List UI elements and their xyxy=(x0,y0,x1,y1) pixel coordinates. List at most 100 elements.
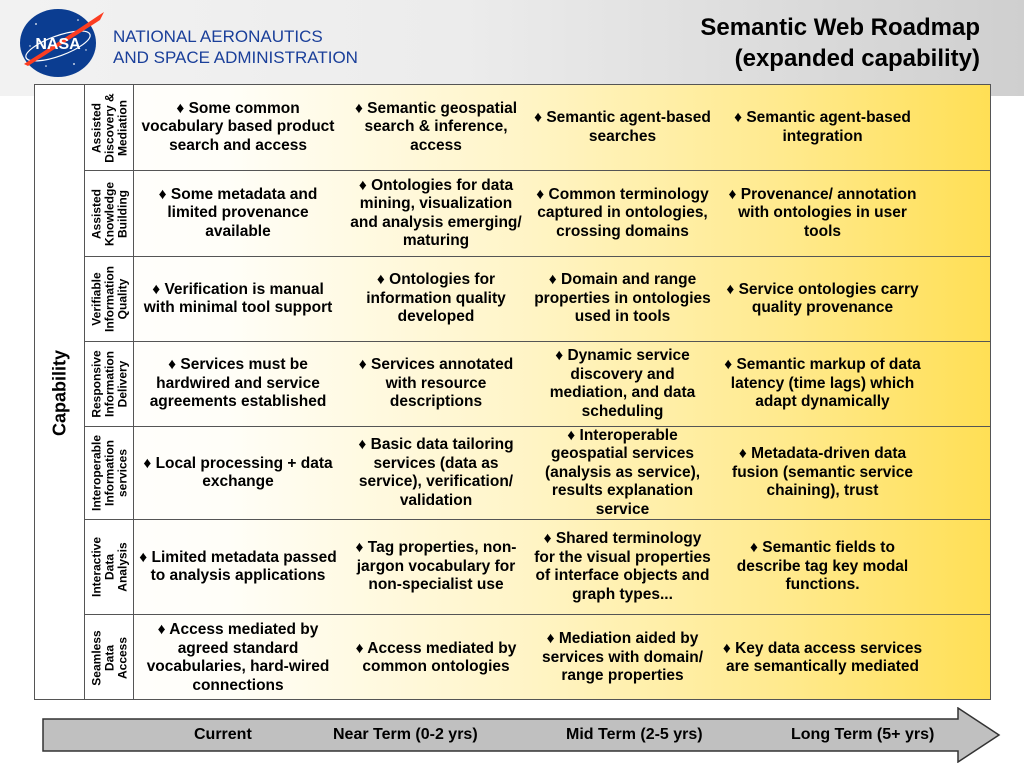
diamond-bullet-icon: ♦ xyxy=(750,539,758,557)
row-label-line: Data xyxy=(102,644,116,672)
diamond-bullet-icon: ♦ xyxy=(358,356,367,374)
roadmap-cell-text: Semantic geospatial search & inference, … xyxy=(364,99,518,154)
roadmap-cell-text: Some metadata and limited provenance ava… xyxy=(167,185,318,240)
roadmap-cell: ♦ Semantic markup of data latency (time … xyxy=(715,342,930,426)
roadmap-cell: ♦ Local processing + data exchange xyxy=(134,427,342,519)
roadmap-cell-content: ♦ Metadata-driven data fusion (semantic … xyxy=(719,445,926,501)
row-label-line: Verifiable xyxy=(89,272,103,326)
roadmap-cell-text: Verification is manual with minimal tool… xyxy=(143,280,333,317)
row-label-line: Quality xyxy=(115,278,129,320)
roadmap-cell-text: Service ontologies carry quality provena… xyxy=(738,280,919,317)
agency-line-1: NATIONAL AERONAUTICS xyxy=(113,27,323,46)
row-label-column xyxy=(85,85,134,699)
roadmap-cell-text: Common terminology captured in ontologie… xyxy=(537,185,709,240)
diamond-bullet-icon: ♦ xyxy=(534,109,543,126)
roadmap-cell: ♦ Ontologies for information quality dev… xyxy=(342,257,530,341)
roadmap-cell-text: Access mediated by common ontologies xyxy=(362,639,517,676)
diamond-bullet-icon: ♦ xyxy=(543,530,552,547)
roadmap-cell-text: Domain and range properties in ontologie… xyxy=(534,271,711,326)
row-label-line: Information xyxy=(102,266,116,332)
roadmap-cell-content: ♦ Semantic fields to describe tag key mo… xyxy=(719,539,926,595)
diamond-bullet-icon: ♦ xyxy=(536,185,545,203)
row-label-line: Delivery xyxy=(115,360,129,408)
roadmap-cell: ♦ Metadata-driven data fusion (semantic … xyxy=(715,427,930,519)
roadmap-cell-content: ♦ Semantic markup of data latency (time … xyxy=(719,356,926,412)
roadmap-cell-text: Semantic agent-based searches xyxy=(546,109,711,145)
roadmap-cell-content: ♦ Semantic agent-based integration xyxy=(719,109,926,146)
roadmap-cell-content: ♦ Basic data tailoring services (data as… xyxy=(346,436,526,510)
nasa-logo-text: NASA xyxy=(35,36,81,53)
diamond-bullet-icon: ♦ xyxy=(726,280,735,298)
roadmap-cell-content: ♦ Domain and range properties in ontolog… xyxy=(534,271,711,327)
roadmap-cell-text: Key data access services are semanticall… xyxy=(726,639,923,676)
roadmap-cell-content: ♦ Mediation aided by services with domai… xyxy=(534,630,711,686)
roadmap-cell-content: ♦ Interoperable geospatial services (ana… xyxy=(534,427,711,520)
capability-axis: Capability xyxy=(35,85,85,699)
roadmap-cell: ♦ Some metadata and limited provenance a… xyxy=(134,171,342,256)
roadmap-cell-text: Some common vocabulary based product sea… xyxy=(141,99,335,154)
roadmap-cell: ♦ Provenance/ annotation with ontologies… xyxy=(715,171,930,256)
roadmap-cell-text: Metadata-driven data fusion (semantic se… xyxy=(732,445,913,500)
roadmap-cell: ♦ Access mediated by common ontologies xyxy=(342,615,530,701)
row-label-line: services xyxy=(115,448,129,498)
roadmap-cell-content: ♦ Some common vocabulary based product s… xyxy=(138,100,338,156)
roadmap-cell-text: Ontologies for information quality devel… xyxy=(366,271,506,326)
diamond-bullet-icon: ♦ xyxy=(546,630,555,648)
roadmap-cell-text: Mediation aided by services with domain/… xyxy=(541,630,704,685)
roadmap-cell-content: ♦ Semantic agent-based searches xyxy=(534,109,711,146)
row-label-line: Mediation xyxy=(115,99,129,156)
roadmap-cell-content: ♦ Verification is manual with minimal to… xyxy=(138,281,338,318)
diamond-bullet-icon: ♦ xyxy=(143,454,152,472)
timeline-mid-term: Mid Term (2-5 yrs) xyxy=(566,726,703,743)
timeline-arrow: Current Near Term (0-2 yrs) Mid Term (2-… xyxy=(42,707,1002,763)
capability-axis-label: Capability xyxy=(49,349,70,437)
roadmap-cell-content: ♦ Ontologies for information quality dev… xyxy=(346,271,526,327)
roadmap-cell-content: ♦ Common terminology captured in ontolog… xyxy=(534,186,711,242)
diamond-bullet-icon: ♦ xyxy=(158,185,167,203)
diamond-bullet-icon: ♦ xyxy=(152,280,161,298)
roadmap-cell: ♦ Access mediated by agreed standard voc… xyxy=(134,615,342,701)
roadmap-cell: ♦ Ontologies for data mining, visualizat… xyxy=(342,171,530,256)
roadmap-cell-content: ♦ Ontologies for data mining, visualizat… xyxy=(346,177,526,251)
diamond-bullet-icon: ♦ xyxy=(358,436,367,453)
roadmap-cell-content: ♦ Semantic geospatial search & inference… xyxy=(346,100,526,156)
roadmap-cell-content: ♦ Tag properties, non-jargon vocabulary … xyxy=(346,539,526,595)
diamond-bullet-icon: ♦ xyxy=(355,639,364,657)
diamond-bullet-icon: ♦ xyxy=(728,185,737,203)
roadmap-cell-text: Semantic fields to describe tag key moda… xyxy=(736,539,909,594)
roadmap-cell: ♦ Dynamic service discovery and mediatio… xyxy=(530,342,715,426)
roadmap-cell-text: Basic data tailoring services (data as s… xyxy=(358,436,514,509)
timeline-arrow-shape xyxy=(42,707,1001,763)
roadmap-cell-content: ♦ Services annotated with resource descr… xyxy=(346,356,526,412)
roadmap-cell-content: ♦ Some metadata and limited provenance a… xyxy=(138,186,338,242)
roadmap-cell: ♦ Semantic geospatial search & inference… xyxy=(342,85,530,170)
roadmap-cell-content: ♦ Service ontologies carry quality prove… xyxy=(719,281,926,318)
roadmap-cell-content: ♦ Access mediated by agreed standard voc… xyxy=(138,621,338,695)
row-label-line: Data xyxy=(102,554,116,581)
roadmap-cell-content: ♦ Provenance/ annotation with ontologies… xyxy=(719,186,926,242)
roadmap-cell-text: Ontologies for data mining, visualizatio… xyxy=(350,176,522,250)
roadmap-cell: ♦ Semantic agent-based integration xyxy=(715,85,930,170)
row-label-line: Assisted xyxy=(89,102,103,153)
roadmap-cell-content: ♦ Access mediated by common ontologies xyxy=(346,640,526,677)
nasa-logo: NASA xyxy=(20,9,104,77)
page-title: Semantic Web Roadmap (expanded capabilit… xyxy=(700,12,980,74)
roadmap-cell: ♦ Interoperable geospatial services (ana… xyxy=(530,427,715,519)
row-label-line: Building xyxy=(115,189,129,238)
diamond-bullet-icon: ♦ xyxy=(139,548,148,566)
diamond-bullet-icon: ♦ xyxy=(567,426,576,444)
diamond-bullet-icon: ♦ xyxy=(358,176,367,194)
roadmap-cell: ♦ Tag properties, non-jargon vocabulary … xyxy=(342,520,530,614)
roadmap-cell-text: Shared terminology for the visual proper… xyxy=(534,530,711,603)
roadmap-cell-text: Local processing + data exchange xyxy=(155,454,333,491)
roadmap-cell-text: Services must be hardwired and service a… xyxy=(149,356,327,411)
